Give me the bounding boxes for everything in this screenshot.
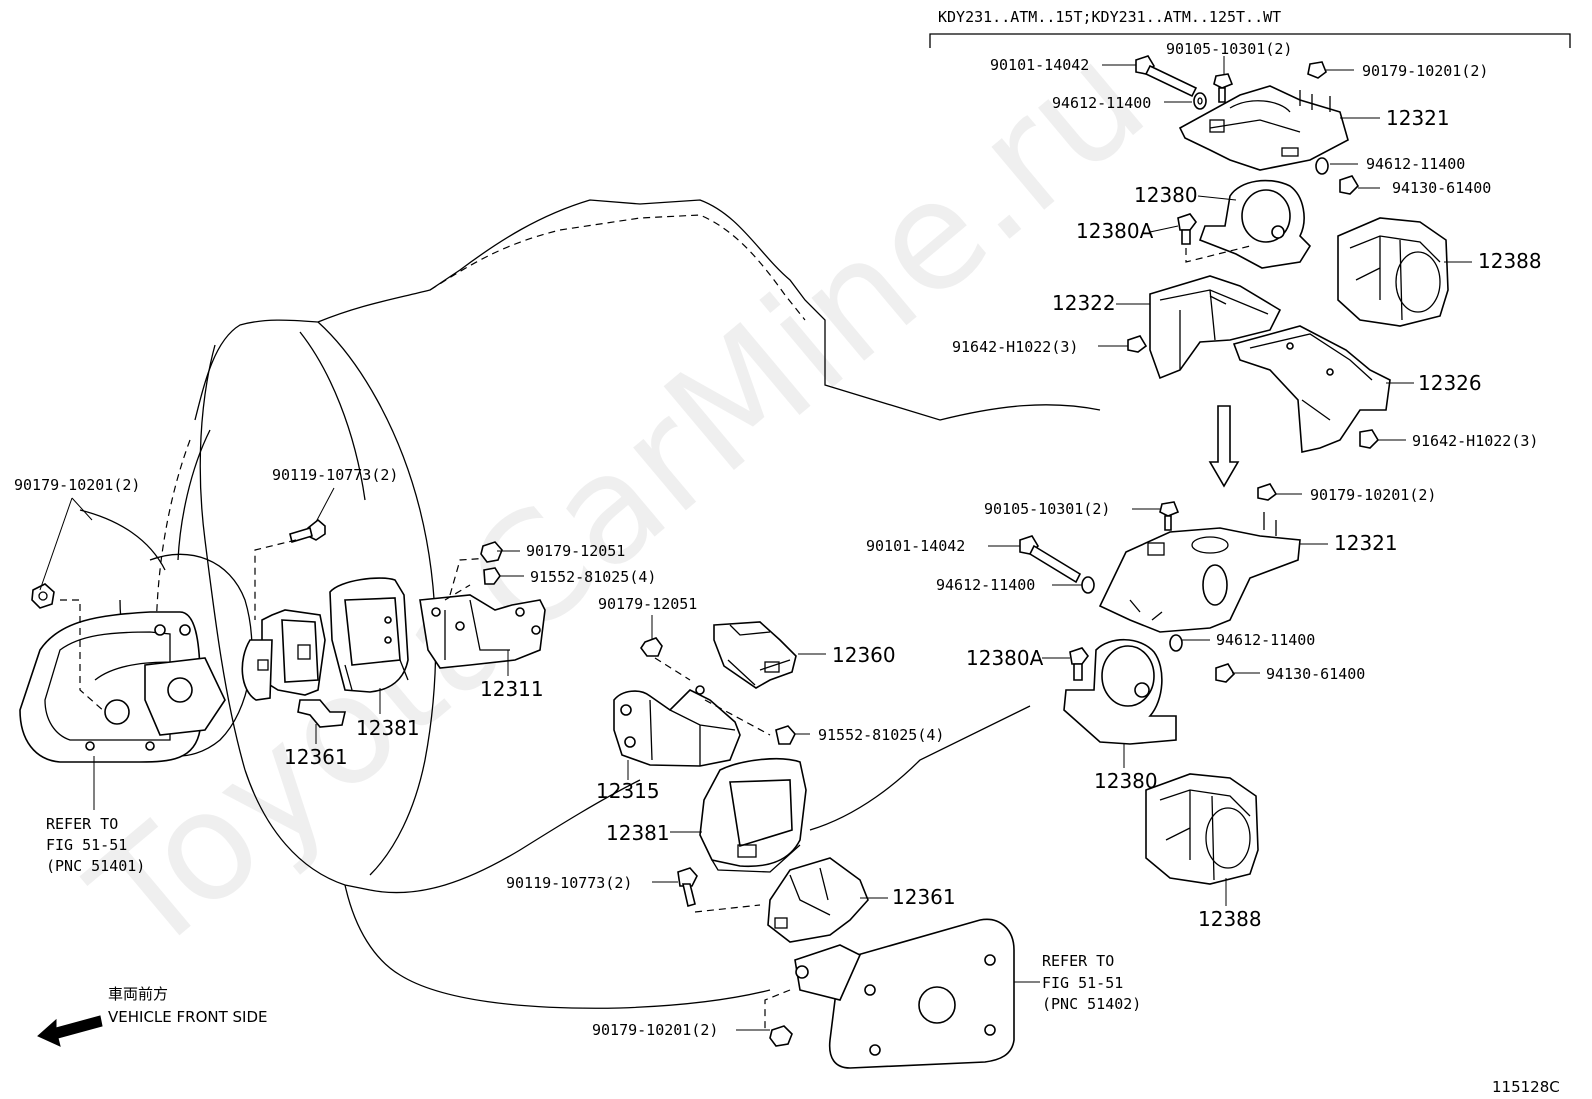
refer-left-line1: REFER TO — [46, 815, 118, 833]
nut-90179-bottom-icon — [769, 1025, 793, 1047]
label-91552-81025-a: 91552-81025(4) — [530, 568, 656, 586]
label-12388-mid: 12388 — [1198, 907, 1262, 931]
refer-left-line2: FIG 51-51 — [46, 836, 127, 854]
label-91552-81025-b: 91552-81025(4) — [818, 726, 944, 744]
label-12321-top: 12321 — [1386, 106, 1450, 130]
part-12388-top — [1337, 217, 1449, 327]
nut-90179-mid-icon — [1257, 483, 1278, 501]
refer-left-line3: (PNC 51401) — [46, 857, 145, 875]
label-90101-14042-mid: 90101-14042 — [866, 537, 965, 555]
bolt-90101-mid-icon — [1019, 535, 1082, 584]
label-90105-10301-mid: 90105-10301(2) — [984, 500, 1110, 518]
label-12380-top: 12380 — [1134, 183, 1198, 207]
label-90119-10773-mid: 90119-10773(2) — [506, 874, 632, 892]
refer-right-line2: FIG 51-51 — [1042, 974, 1123, 992]
part-12321-mid — [1098, 512, 1301, 633]
bolt-90101-top-icon — [1135, 55, 1198, 98]
vehicle-front-jp-label: 車両前方 — [108, 985, 168, 1003]
washer-94612-top2-icon — [1315, 157, 1329, 175]
part-12321-top — [1178, 85, 1349, 171]
label-90119-10773-left: 90119-10773(2) — [272, 466, 398, 484]
part-12315 — [613, 685, 771, 767]
nut-94130-top-icon — [1339, 175, 1360, 195]
front-arrow-icon — [37, 1015, 103, 1047]
frame-crossmember-left — [19, 599, 226, 763]
bolt-91642-a-icon — [1127, 335, 1148, 353]
label-12380-mid: 12380 — [1094, 769, 1158, 793]
part-12381-mid — [699, 757, 807, 873]
label-90179-10201-bot: 90179-10201(2) — [592, 1021, 718, 1039]
part-12381-left — [329, 577, 409, 693]
label-90101-14042-top: 90101-14042 — [990, 56, 1089, 74]
label-12380A-mid: 12380A — [966, 646, 1044, 670]
applicability-label: KDY231..ATM..15T;KDY231..ATM..125T..WT — [938, 8, 1281, 26]
part-12360 — [713, 621, 797, 689]
part-12322 — [1149, 275, 1282, 380]
leader-lines — [39, 56, 1472, 1031]
nut-94130-mid-icon — [1215, 663, 1236, 683]
nut-90179-12051-b-icon — [640, 637, 691, 681]
label-90179-10201-top: 90179-10201(2) — [1362, 62, 1488, 80]
label-94612-11400-mid2: 94612-11400 — [1216, 631, 1315, 649]
part-12388-mid — [1145, 773, 1259, 885]
label-94130-61400-top: 94130-61400 — [1392, 179, 1491, 197]
washer-94612-top-icon — [1193, 92, 1207, 110]
part-12380-top — [1198, 179, 1312, 269]
down-arrow-icon — [1208, 405, 1240, 488]
label-12360: 12360 — [832, 643, 896, 667]
nut-90179-12051-a-icon — [480, 541, 503, 563]
refer-right-line1: REFER TO — [1042, 952, 1114, 970]
label-90179-10201-left: 90179-10201(2) — [14, 476, 140, 494]
vehicle-front-en-label: VEHICLE FRONT SIDE — [108, 1008, 268, 1026]
washer-94612-mid-icon — [1081, 576, 1095, 594]
label-12321-mid: 12321 — [1334, 531, 1398, 555]
label-12381-left: 12381 — [356, 716, 420, 740]
label-12380A-top: 12380A — [1076, 219, 1154, 243]
label-91642-h1022-a: 91642-H1022(3) — [952, 338, 1078, 356]
label-12322: 12322 — [1052, 291, 1116, 315]
label-90179-12051-a: 90179-12051 — [526, 542, 625, 560]
part-12361-mid — [767, 857, 869, 943]
vehicle-front-indicator: 車両前方 VEHICLE FRONT SIDE — [37, 985, 268, 1047]
label-12311: 12311 — [480, 677, 544, 701]
refer-right-line3: (PNC 51402) — [1042, 995, 1141, 1013]
label-12361-mid: 12361 — [892, 885, 956, 909]
frame-crossmember-right — [764, 918, 1015, 1069]
part-12361-left — [241, 609, 347, 728]
label-94612-11400-mid: 94612-11400 — [936, 576, 1035, 594]
bolt-90105-top-icon — [1213, 73, 1234, 103]
label-90105-10301-top: 90105-10301(2) — [1166, 40, 1292, 58]
label-94612-11400-top: 94612-11400 — [1052, 94, 1151, 112]
bolt-90119-mid-icon — [677, 867, 761, 913]
bolt-91642-b-icon — [1359, 429, 1380, 449]
bolt-90105-mid-icon — [1159, 501, 1180, 531]
bolt-91552-a-icon — [483, 567, 501, 585]
figure-id: 115128C — [1492, 1078, 1560, 1096]
part-12380-mid — [1063, 639, 1177, 745]
label-12361-left: 12361 — [284, 745, 348, 769]
part-12311 — [419, 557, 546, 669]
label-94612-11400-top2: 94612-11400 — [1366, 155, 1465, 173]
label-12388-top: 12388 — [1478, 249, 1542, 273]
bolt-12380A-top-icon — [1177, 213, 1251, 263]
label-90179-10201-mid: 90179-10201(2) — [1310, 486, 1436, 504]
label-94130-61400-mid: 94130-61400 — [1266, 665, 1365, 683]
bolt-90119-left-icon — [254, 518, 326, 620]
label-12326: 12326 — [1418, 371, 1482, 395]
bolt-91552-b-icon — [775, 725, 796, 745]
label-90179-12051-b: 90179-12051 — [598, 595, 697, 613]
nut-90179-top-icon — [1307, 61, 1327, 79]
label-91642-h1022-b: 91642-H1022(3) — [1412, 432, 1538, 450]
label-12315: 12315 — [596, 779, 660, 803]
label-12381-mid: 12381 — [606, 821, 670, 845]
nut-left-icon — [31, 583, 55, 609]
part-12326 — [1232, 325, 1391, 453]
washer-94612-mid2-icon — [1169, 634, 1183, 652]
bolt-12380A-mid-icon — [1069, 647, 1089, 681]
applicability-bracket: KDY231..ATM..15T;KDY231..ATM..125T..WT — [929, 8, 1571, 48]
